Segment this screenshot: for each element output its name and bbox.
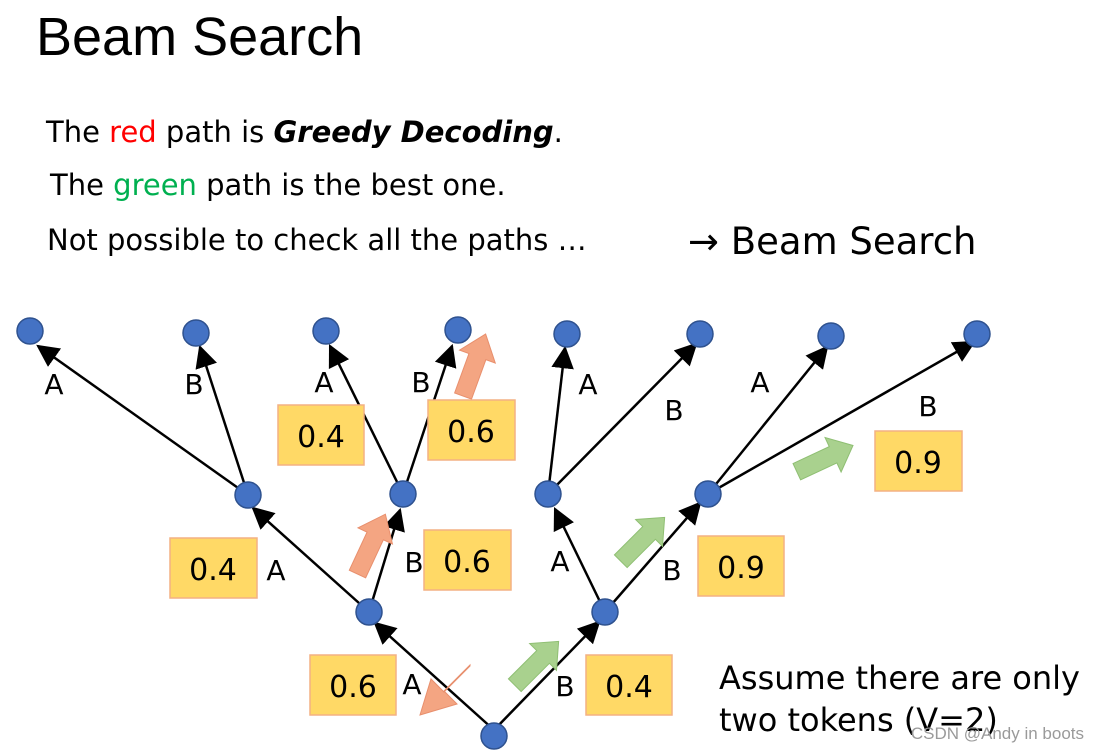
label-a-a: A [266,554,285,587]
label-aa-b: B [184,368,203,401]
node-ab [389,480,417,508]
node-bbb [963,320,991,348]
greedy-arrow-2 [348,513,394,579]
node-aa [234,481,262,509]
greedy-arrow-3 [453,333,497,400]
node-baa [553,320,581,348]
node-root [480,722,508,750]
edge-bb-b [707,340,976,496]
label-ab-b: B [411,366,430,399]
best-arrow-1 [507,640,560,693]
green-word: green [113,168,197,202]
prob-box-ab-b [427,399,516,461]
label-ba-b: B [664,394,683,427]
line2-post: path is the best one. [196,168,506,202]
greedy-arrow-1 [419,663,471,716]
line1-mid: path is [156,115,274,149]
text-line-best: The green path is the best one. [50,168,506,202]
prob-b-b: 0.9 [717,551,765,586]
node-aaa [16,317,44,345]
best-arrow-3 [792,436,854,481]
edge-aa-b [195,344,250,496]
prob-box-b-b [697,535,785,597]
prob-box-root-a [309,654,397,716]
text-line-paths: Not possible to check all the paths … [47,223,587,257]
node-ba [534,480,562,508]
greedy-decoding-term: Greedy Decoding [273,115,554,149]
label-ba-a: A [578,368,597,401]
label-root-b: B [555,670,574,703]
prob-box-a-b [423,529,512,591]
edge-b-b [604,501,702,613]
prob-box-a-a [169,537,258,599]
prob-root-b: 0.4 [605,670,653,705]
edge-b-a [553,506,607,613]
assumption-line-2: two tokens (V=2) [719,701,998,739]
edge-aa-a [36,344,249,497]
assumption-note: Assume there are only two tokens (V=2) [719,657,1080,741]
prob-ab-b: 0.6 [447,415,495,450]
edge-a-a [251,506,370,613]
tree-nodes [16,316,991,750]
edge-ba-b [547,342,698,495]
line1-post: . [553,115,563,149]
edge-root-b [493,620,601,731]
prob-root-a: 0.6 [329,670,377,705]
greedy-path-arrows [348,333,497,716]
edge-root-a [373,621,495,731]
label-a-b: B [404,546,423,579]
tree-edges [36,340,976,731]
token-labels: A B A B A B A B A B A B A B [44,366,937,703]
line2-pre: The [50,168,114,202]
prob-a-a: 0.4 [189,553,237,588]
red-word: red [109,115,157,149]
page-title: Beam Search [36,7,364,67]
label-aa-a: A [44,368,63,401]
node-bb [694,480,722,508]
text-line-greedy: The red path is Greedy Decoding. [46,115,563,149]
prob-bb-b: 0.9 [894,446,942,481]
node-aab [182,319,210,347]
line1-pre: The [46,115,110,149]
assumption-line-1: Assume there are only [719,659,1080,697]
label-root-a: A [402,668,421,701]
label-bb-b: B [918,390,937,423]
prob-a-b: 0.6 [443,545,491,580]
label-b-a: A [550,545,569,578]
prob-box-root-b [585,654,673,716]
label-bb-a: A [750,366,769,399]
best-arrow-2 [613,516,666,569]
edge-a-b [367,507,405,613]
prob-box-bb-b [874,430,963,492]
node-b [591,598,619,626]
label-ab-a: A [314,366,333,399]
edge-bb-a [707,345,829,495]
edge-ab-a [328,343,405,495]
edge-ba-a [546,345,574,495]
prob-box-ab-a [277,404,365,466]
node-aba [312,317,340,345]
probability-boxes [169,399,963,716]
node-bab [686,320,714,348]
probability-values: 0.6 0.4 0.4 0.6 0.9 0.4 0.6 0.9 [189,415,942,705]
node-bba [817,322,845,350]
best-path-arrows [507,436,854,693]
label-b-b: B [662,554,681,587]
node-a [355,598,383,626]
watermark: CSDN @Andy in boots [910,724,1084,743]
beam-search-arrow-text: → Beam Search [688,220,977,263]
prob-ab-a: 0.4 [297,420,345,455]
node-abb [444,316,472,344]
